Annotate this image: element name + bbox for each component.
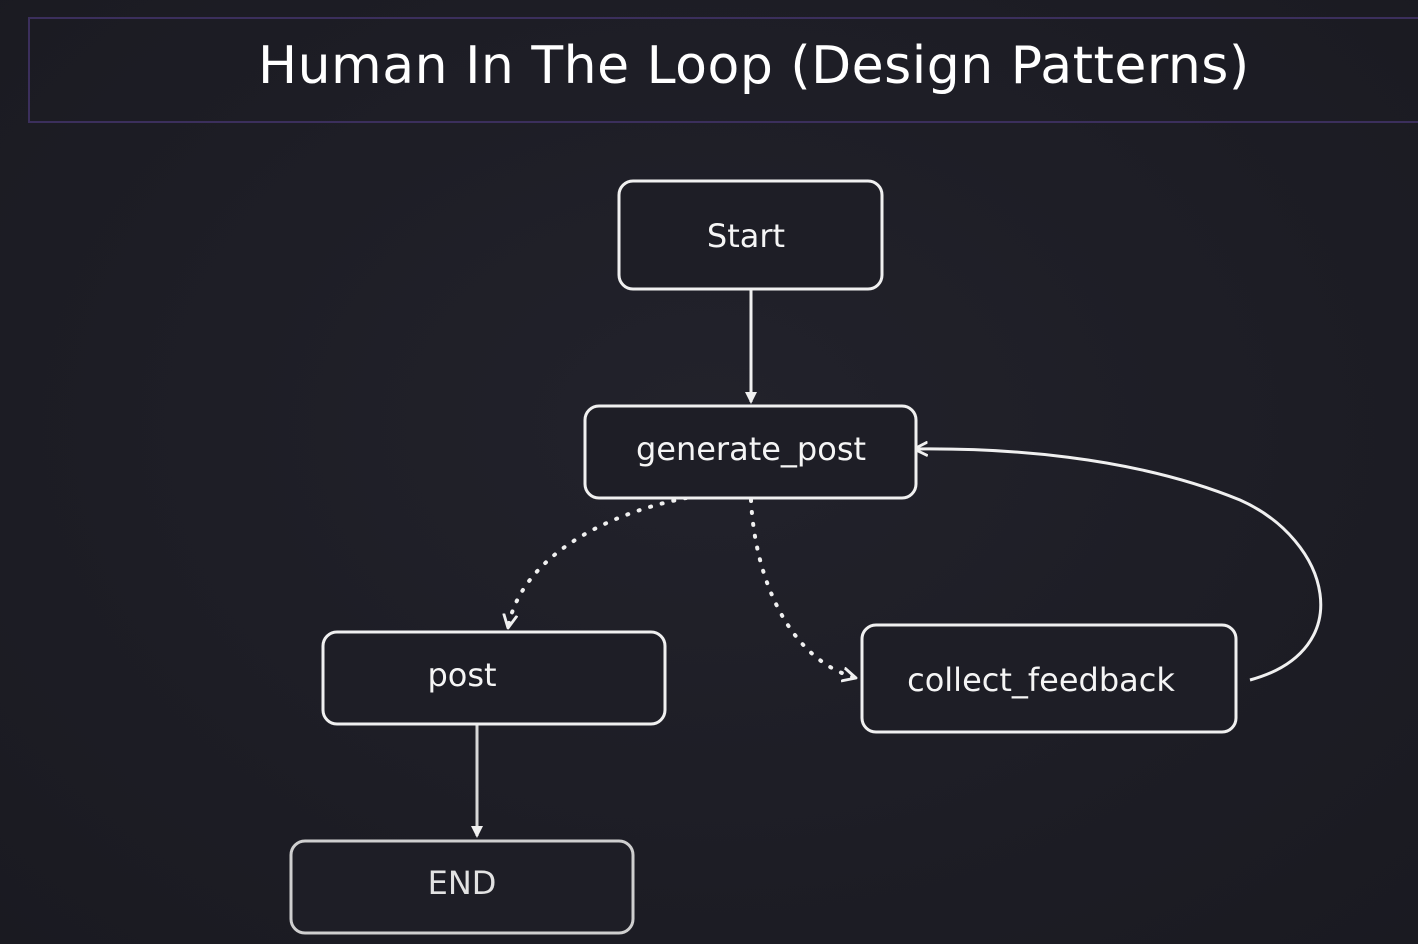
node-collect-feedback[interactable]: collect_feedback [860, 623, 1238, 734]
node-end-label: END [428, 864, 497, 902]
edge-feedback-to-generate [914, 449, 1323, 682]
node-post-label: post [427, 656, 496, 694]
node-post[interactable]: post [321, 630, 667, 726]
node-generate-post[interactable]: generate_post [583, 404, 918, 500]
edge-generate-to-post [508, 496, 688, 630]
node-start-label: Start [707, 217, 785, 255]
node-collect-feedback-label: collect_feedback [907, 661, 1175, 699]
page-title: Human In The Loop (Design Patterns) [258, 36, 1250, 96]
edge-generate-to-feedback [749, 498, 858, 678]
node-start[interactable]: Start [617, 179, 884, 291]
title-banner [28, 17, 1418, 123]
node-end[interactable]: END [289, 839, 635, 935]
node-generate-post-label: generate_post [636, 430, 866, 468]
